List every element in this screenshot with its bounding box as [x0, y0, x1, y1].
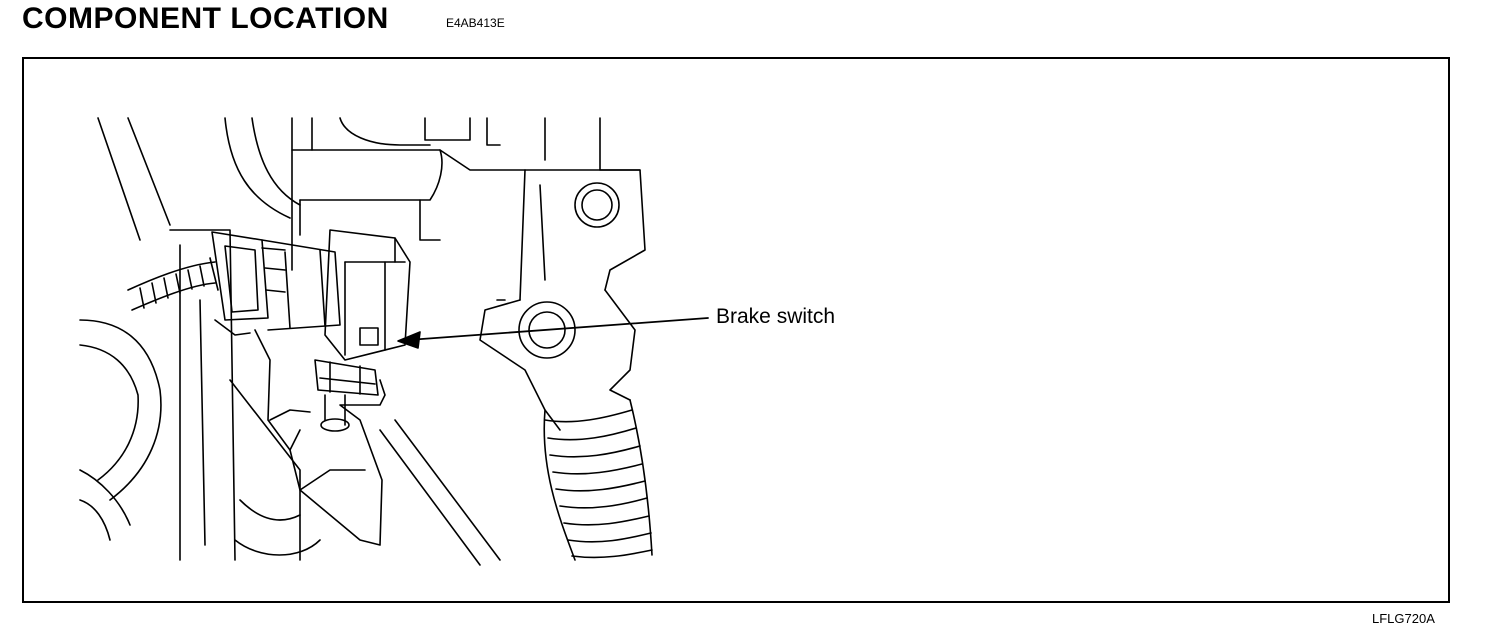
- callout-leader: [397, 317, 709, 349]
- switch-body: [261, 239, 341, 331]
- document-code: E4AB413E: [446, 16, 505, 30]
- mounting-bracket: [254, 329, 386, 546]
- pedal-arm: [479, 289, 636, 431]
- figure-frame: [22, 57, 1450, 603]
- page-title: COMPONENT LOCATION: [22, 2, 389, 35]
- brake-switch-head: [324, 229, 411, 361]
- pedal-pivot-bolt: [519, 169, 646, 301]
- lower-panel-outlines: [79, 229, 501, 566]
- nut-and-stud: [314, 359, 379, 432]
- harness-connector: [211, 231, 286, 336]
- wiring-harness: [127, 257, 219, 311]
- brake-switch-label: Brake switch: [716, 305, 836, 328]
- figure-code: LFLG720A: [1372, 611, 1435, 626]
- pedal-boot: [543, 399, 653, 561]
